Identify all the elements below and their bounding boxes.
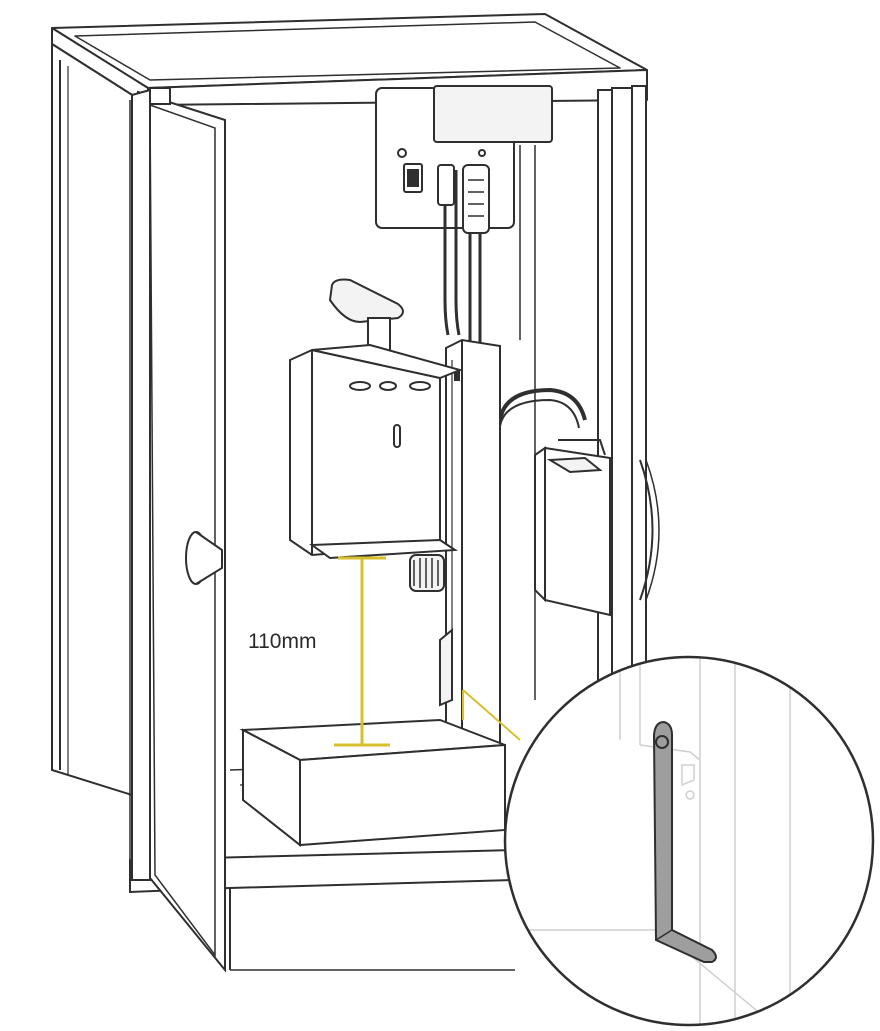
- allen-key: [652, 720, 717, 963]
- open-door: [131, 87, 226, 973]
- callout-leader: [462, 689, 521, 741]
- laser-module: [289, 278, 464, 592]
- zoom-callout: [503, 655, 875, 1027]
- material-block: [239, 718, 506, 848]
- z-axis-rail: [439, 338, 501, 772]
- connector-panel: [375, 85, 553, 345]
- dimension-label: 110mm: [248, 630, 316, 653]
- height-dimension: [334, 556, 390, 747]
- enclosure-top: [51, 13, 648, 106]
- air-assist-module: [498, 387, 660, 617]
